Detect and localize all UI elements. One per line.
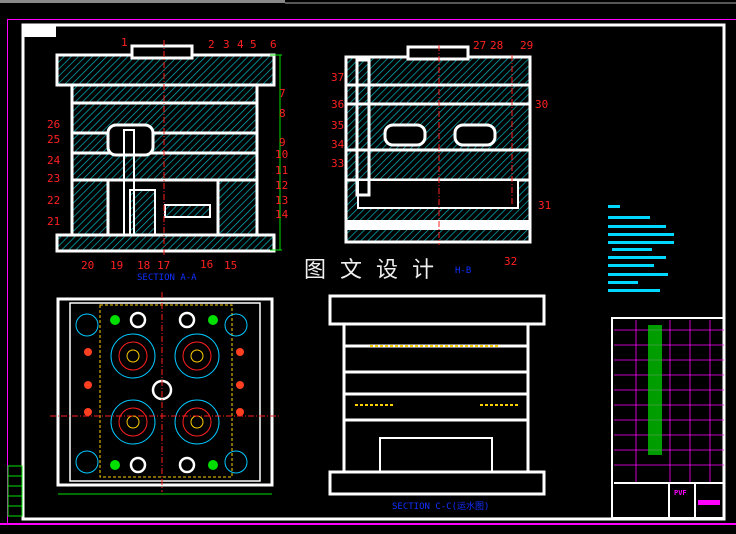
part-label: 8 <box>279 107 286 120</box>
section-a-a-part-labels: 1 2 3 4 5 6 7 8 9 10 11 12 13 14 15 16 1… <box>47 36 289 283</box>
section-a-a-view <box>55 40 282 255</box>
plan-view <box>50 292 280 495</box>
part-label: 36 <box>331 98 344 111</box>
part-label: 17 <box>157 259 170 272</box>
part-label: 37 <box>331 71 344 84</box>
title-block-code: PVF <box>674 489 687 497</box>
part-label: 16 <box>200 258 213 271</box>
section-b-marker: H-B <box>455 266 471 276</box>
part-label: 33 <box>331 157 344 170</box>
section-b-view <box>344 45 532 245</box>
part-label: 19 <box>110 259 123 272</box>
part-label: 12 <box>275 179 288 192</box>
part-label: 3 <box>223 38 230 51</box>
part-label: 15 <box>224 259 237 272</box>
part-label: 18 <box>137 259 150 272</box>
part-label: 20 <box>81 259 94 272</box>
part-label: 26 <box>47 118 60 131</box>
part-label: 1 <box>121 36 128 49</box>
section-a-a-title: SECTION A-A <box>137 273 197 283</box>
part-label: 2 <box>208 38 215 51</box>
part-label: 34 <box>331 138 345 151</box>
technical-notes <box>608 205 674 292</box>
part-label: 30 <box>535 98 548 111</box>
part-label: 5 <box>250 38 257 51</box>
section-b-part-labels: 27 28 29 30 31 32 33 34 35 36 37 H-B <box>331 39 551 276</box>
part-label: 24 <box>47 154 61 167</box>
part-label: 31 <box>538 199 551 212</box>
part-label: 13 <box>275 194 288 207</box>
scrollbar-track <box>285 2 736 4</box>
inner-frame <box>21 23 726 521</box>
part-label: 32 <box>504 255 517 268</box>
watermark: 图文设计 <box>304 258 448 283</box>
part-label: 29 <box>520 39 533 52</box>
part-label: 10 <box>275 148 288 161</box>
part-label: 14 <box>275 208 289 221</box>
part-label: 6 <box>270 38 277 51</box>
part-label: 23 <box>47 172 60 185</box>
title-block: PVF <box>611 317 725 519</box>
part-label: 28 <box>490 39 503 52</box>
part-label: 7 <box>279 87 286 100</box>
section-c-c-title: SECTION C-C(运水图) <box>392 500 489 512</box>
revision-table <box>7 465 23 517</box>
section-c-c-view: SECTION C-C(运水图) <box>328 294 546 512</box>
part-label: 27 <box>473 39 486 52</box>
part-label: 35 <box>331 119 344 132</box>
part-label: 25 <box>47 133 60 146</box>
part-label: 11 <box>275 164 288 177</box>
part-label: 21 <box>47 215 60 228</box>
part-label: 9 <box>279 136 286 149</box>
frame-tab <box>24 25 56 37</box>
scrollbar-top[interactable] <box>0 0 285 3</box>
part-label: 22 <box>47 194 60 207</box>
part-label: 4 <box>237 38 244 51</box>
